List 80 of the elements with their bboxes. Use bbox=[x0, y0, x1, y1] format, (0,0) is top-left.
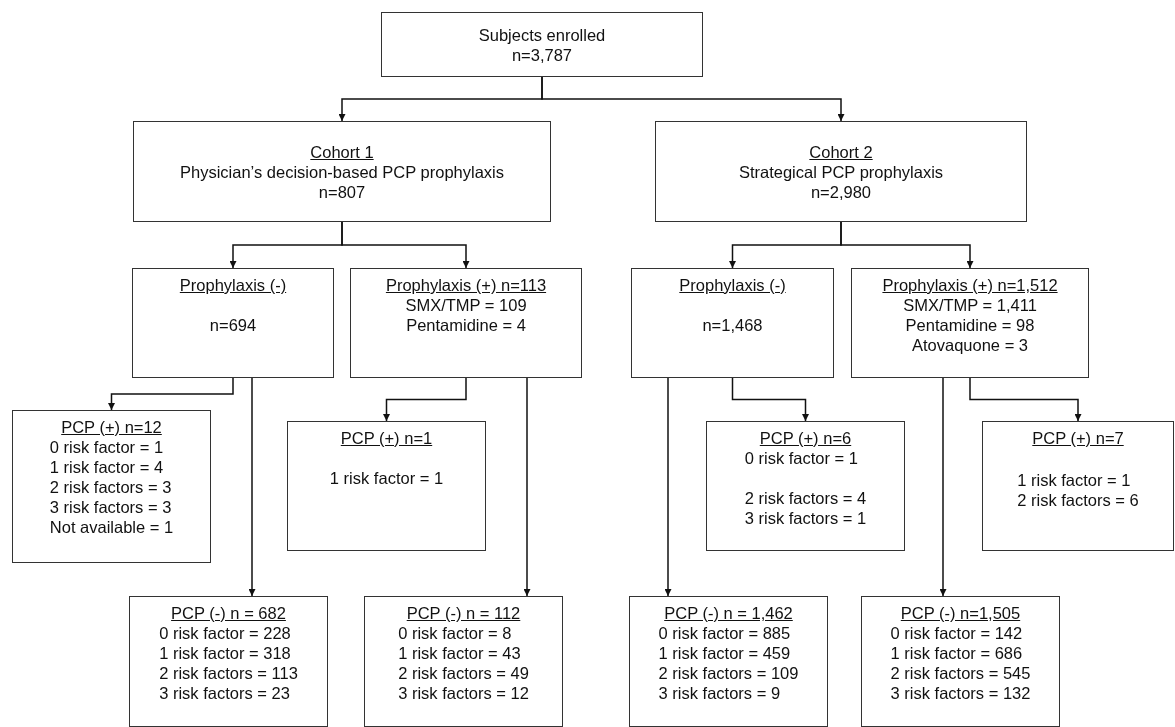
box-heading: Prophylaxis (-) bbox=[679, 275, 786, 295]
box-heading: Prophylaxis (+) n=113 bbox=[385, 275, 547, 295]
count-row: 0 risk factor = 1 bbox=[49, 437, 164, 457]
arrow bbox=[523, 377, 531, 597]
count-row: 0 risk factor = 8 bbox=[398, 623, 512, 643]
process-box bbox=[133, 121, 551, 222]
count-row: 2 risk factors = 49 bbox=[398, 663, 529, 683]
process-box bbox=[350, 268, 582, 378]
box-heading: PCP (-) n = 112 bbox=[406, 603, 521, 623]
result-box bbox=[861, 596, 1060, 727]
arrow bbox=[840, 221, 974, 269]
count-row: 1 risk factor = 1 bbox=[1017, 470, 1131, 490]
box-text: SMX/TMP = 109 bbox=[405, 295, 527, 315]
box-heading: PCP (-) n=1,505 bbox=[900, 603, 1021, 623]
process-box bbox=[655, 121, 1027, 222]
count-row: 0 risk factor = 142 bbox=[890, 623, 1023, 643]
count-row: 3 risk factors = 12 bbox=[398, 683, 529, 703]
box-text: SMX/TMP = 1,411 bbox=[903, 295, 1037, 315]
result-box bbox=[364, 596, 563, 727]
count-text: n=1,468 bbox=[702, 315, 763, 335]
count-text: n=694 bbox=[209, 315, 257, 335]
count-row: 1 risk factor = 43 bbox=[398, 643, 521, 663]
arrow bbox=[248, 377, 256, 597]
box-text: Pentamidine = 4 bbox=[406, 315, 526, 335]
arrow bbox=[731, 377, 809, 422]
count-row: 1 risk factor = 1 bbox=[329, 468, 444, 488]
arrow bbox=[939, 377, 947, 597]
box-text: Strategical PCP prophylaxis bbox=[738, 161, 944, 182]
count-row: 2 risk factors = 6 bbox=[1017, 490, 1139, 510]
box-heading: Cohort 2 bbox=[809, 141, 873, 162]
count-row: 0 risk factor = 1 bbox=[744, 448, 858, 468]
box-heading: Prophylaxis (-) bbox=[179, 275, 287, 295]
count-row: 3 risk factors = 9 bbox=[658, 683, 781, 703]
count-row: 2 risk factors = 109 bbox=[658, 663, 799, 683]
process-box bbox=[851, 268, 1089, 378]
box-heading: PCP (-) n = 1,462 bbox=[664, 603, 793, 623]
count-row: 1 risk factor = 686 bbox=[890, 643, 1023, 663]
process-box bbox=[381, 12, 703, 77]
arrow bbox=[341, 221, 470, 269]
box-text: n=3,787 bbox=[511, 44, 573, 65]
box-heading: Prophylaxis (+) n=1,512 bbox=[882, 275, 1058, 295]
count-row: 0 risk factor = 228 bbox=[159, 623, 291, 643]
count-row: 2 risk factors = 4 bbox=[744, 488, 867, 508]
result-box bbox=[12, 410, 211, 563]
box-heading: PCP (-) n = 682 bbox=[171, 603, 286, 623]
count-row: 3 risk factors = 3 bbox=[49, 497, 172, 517]
count-row: 3 risk factors = 132 bbox=[890, 683, 1031, 703]
result-box bbox=[287, 421, 486, 551]
count-row: 1 risk factor = 4 bbox=[49, 457, 164, 477]
box-text: Pentamidine = 98 bbox=[905, 315, 1035, 335]
result-box bbox=[982, 421, 1174, 551]
arrow bbox=[108, 377, 234, 411]
count-row: 2 risk factors = 113 bbox=[159, 663, 298, 683]
process-box bbox=[132, 268, 334, 378]
box-text: n=2,980 bbox=[810, 181, 872, 202]
box-heading: PCP (+) n=1 bbox=[340, 428, 433, 448]
count-row: 0 risk factor = 885 bbox=[658, 623, 791, 643]
box-heading: Cohort 1 bbox=[310, 141, 374, 162]
arrow bbox=[541, 76, 845, 122]
box-text: Atovaquone = 3 bbox=[911, 335, 1029, 355]
count-row: Not available = 1 bbox=[49, 517, 174, 537]
result-box bbox=[629, 596, 828, 727]
count-row: 2 risk factors = 3 bbox=[49, 477, 172, 497]
count-row: 1 risk factor = 459 bbox=[658, 643, 791, 663]
box-title: Subjects enrolled bbox=[478, 24, 606, 45]
result-box bbox=[129, 596, 328, 727]
arrow bbox=[664, 377, 672, 597]
count-row: 3 risk factors = 23 bbox=[159, 683, 290, 703]
box-heading: PCP (+) n=7 bbox=[1032, 428, 1124, 448]
count-row: 3 risk factors = 1 bbox=[744, 508, 867, 528]
box-heading: PCP (+) n=12 bbox=[61, 417, 162, 437]
result-box bbox=[706, 421, 905, 551]
box-text: Physician’s decision-based PCP prophylaxis bbox=[179, 161, 505, 182]
box-heading: PCP (+) n=6 bbox=[759, 428, 852, 448]
count-row: 2 risk factors = 545 bbox=[890, 663, 1031, 683]
process-box bbox=[631, 268, 834, 378]
box-text: n=807 bbox=[318, 181, 366, 202]
count-row: 1 risk factor = 318 bbox=[159, 643, 291, 663]
arrow bbox=[969, 377, 1082, 422]
arrow bbox=[383, 377, 467, 422]
